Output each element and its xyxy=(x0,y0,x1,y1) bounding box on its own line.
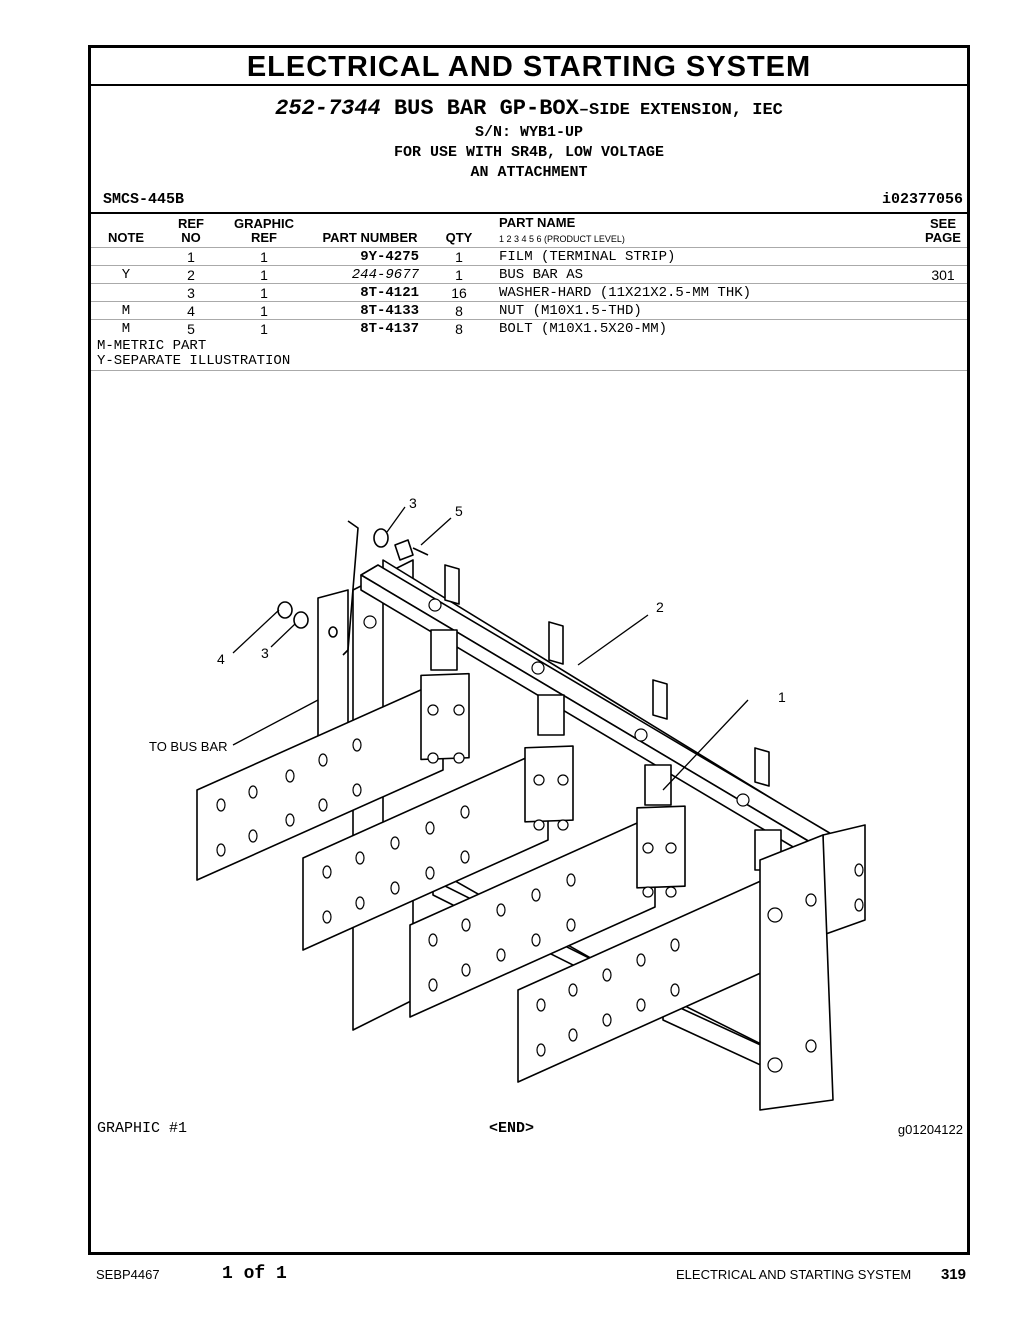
exploded-view-illustration: 1 2 3 5 4 3 TO BUS BAR xyxy=(149,495,866,1111)
notes: M-METRIC PART Y-SEPARATE ILLUSTRATION xyxy=(97,339,290,369)
qty-cell: 16 xyxy=(451,285,467,301)
group-subname: SIDE EXTENSION, IEC xyxy=(589,101,783,120)
group-type: AN ATTACHMENT xyxy=(470,164,588,181)
note-cell: M xyxy=(121,303,131,319)
note-cell: M xyxy=(121,321,131,337)
ref-no-cell: 4 xyxy=(187,303,195,319)
footer-section: ELECTRICAL AND STARTING SYSTEM xyxy=(676,1267,912,1282)
qty-cell: 8 xyxy=(455,321,463,337)
smcs-code: SMCS-445B xyxy=(103,191,185,208)
part-name-cell: NUT (M10X1.5-THD) xyxy=(499,303,642,319)
qty-cell: 1 xyxy=(455,249,463,265)
graphic-id: g01204122 xyxy=(897,1122,963,1137)
table-row: Y 2 1 244-9677 1 BUS BAR AS 301 xyxy=(91,265,967,284)
header-rule xyxy=(91,212,967,214)
see-page-cell: 301 xyxy=(931,267,955,283)
callout-5: 5 xyxy=(455,503,463,519)
table-row: 3 1 8T-4121 16 WASHER-HARD (11X21X2.5-MM THK… xyxy=(91,283,967,302)
group-name: BUS BAR GP-BOX xyxy=(393,96,579,121)
product-level-scale: 1 2 3 4 5 6 (PRODUCT LEVEL) xyxy=(499,234,625,244)
part-name-cell: BUS BAR AS xyxy=(499,267,584,283)
page-frame: ELECTRICAL AND STARTING SYSTEM 252-7344 … xyxy=(88,45,970,1255)
qty-cell: 1 xyxy=(455,267,463,283)
part-number-cell: 8T-4133 xyxy=(360,303,419,319)
col-part-name: PART NAME xyxy=(499,215,576,230)
callout-4: 4 xyxy=(217,651,225,667)
footer-doc-id: SEBP4467 xyxy=(96,1267,160,1282)
part-name-cell: FILM (TERMINAL STRIP) xyxy=(499,249,676,265)
callout-3-top: 3 xyxy=(409,495,417,511)
part-number-cell: 8T-4137 xyxy=(360,321,419,337)
part-number-cell: 9Y-4275 xyxy=(360,249,419,265)
illustration-id: i02377056 xyxy=(881,191,963,208)
col-qty: QTY xyxy=(445,230,473,245)
part-name-cell: WASHER-HARD (11X21X2.5-MM THK) xyxy=(499,285,752,301)
callout-3-left: 3 xyxy=(261,645,269,661)
group-part-number: 252-7344 xyxy=(275,96,381,121)
note-metric: M-METRIC PART xyxy=(97,338,207,354)
part-name-cell: BOLT (M10X1.5X20-MM) xyxy=(499,321,668,337)
graphic-ref-cell: 1 xyxy=(260,249,268,265)
use-for: FOR USE WITH SR4B, LOW VOLTAGE xyxy=(393,144,665,161)
table-row: 1 1 9Y-4275 1 FILM (TERMINAL STRIP) xyxy=(91,247,967,266)
notes-rule xyxy=(91,370,967,371)
part-number-cell: 8T-4121 xyxy=(360,285,419,301)
note-cell: Y xyxy=(121,267,131,283)
group-dash: – xyxy=(578,101,590,120)
graphic-ref-cell: 1 xyxy=(260,303,268,319)
group-title: 252-7344 BUS BAR GP-BOX–SIDE EXTENSION, … xyxy=(91,96,967,121)
ref-no-cell: 1 xyxy=(187,249,195,265)
callout-1: 1 xyxy=(778,689,786,705)
section-title: ELECTRICAL AND STARTING SYSTEM xyxy=(91,48,967,86)
col-part-number: PART NUMBER xyxy=(322,230,418,245)
ref-no-cell: 5 xyxy=(187,321,195,337)
footer-page-number: 319 xyxy=(940,1266,966,1283)
graphic-ref-cell: 1 xyxy=(260,321,268,337)
graphic-ref-cell: 1 xyxy=(260,267,268,283)
to-bus-bar-label: TO BUS BAR xyxy=(149,739,228,754)
graphic-ref-cell: 1 xyxy=(260,285,268,301)
col-note: NOTE xyxy=(107,230,145,245)
serial-range: S/N: WYB1-UP xyxy=(474,124,584,141)
graphic-label: GRAPHIC #1 xyxy=(97,1120,188,1137)
ref-no-cell: 3 xyxy=(187,285,195,301)
note-separate: Y-SEPARATE ILLUSTRATION xyxy=(97,353,291,369)
table-row: M 5 1 8T-4137 8 BOLT (M10X1.5X20-MM) xyxy=(91,319,967,338)
part-number-cell: 244-9677 xyxy=(351,267,419,283)
table-row: M 4 1 8T-4133 8 NUT (M10X1.5-THD) xyxy=(91,301,967,320)
callout-2: 2 xyxy=(656,599,664,615)
qty-cell: 8 xyxy=(455,303,463,319)
footer-page-of: 1 of 1 xyxy=(222,1264,287,1284)
end-label: <END> xyxy=(489,1120,535,1137)
ref-no-cell: 2 xyxy=(187,267,195,283)
